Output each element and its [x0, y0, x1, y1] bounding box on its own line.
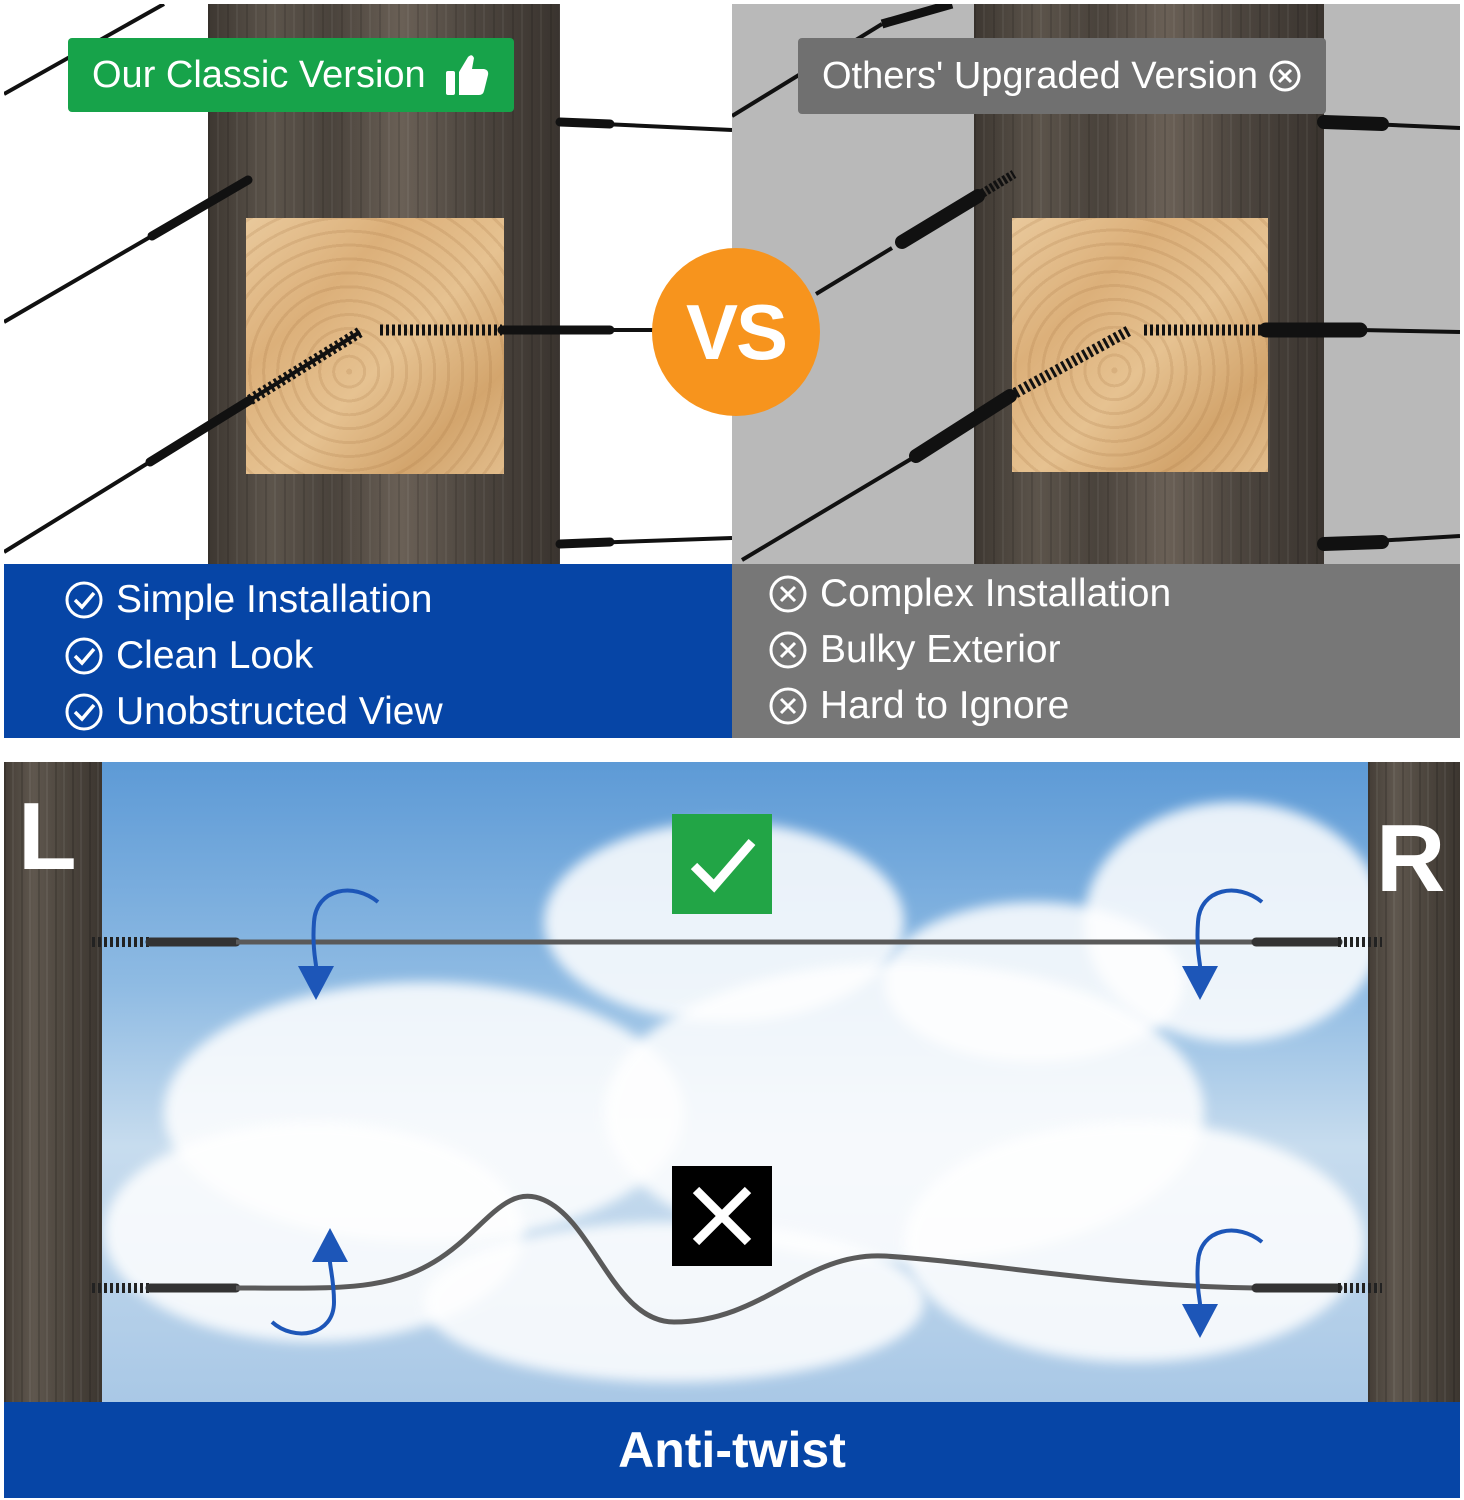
wood-block [246, 218, 504, 474]
feature-label: Hard to Ignore [820, 684, 1070, 727]
anti-twist-banner: Anti-twist [4, 1402, 1460, 1498]
classic-version-label: Our Classic Version [92, 53, 426, 96]
x-circle-icon [769, 631, 807, 669]
vs-badge: VS [652, 248, 820, 416]
feature-item: Simple Installation [64, 572, 443, 628]
x-mark-icon [672, 1166, 772, 1266]
left-label: L [18, 783, 77, 890]
rotate-arrow-icon [1182, 888, 1264, 1000]
rotate-arrow-icon [298, 888, 380, 1000]
x-circle-icon [769, 687, 807, 725]
left-post [4, 762, 102, 1402]
classic-features: Simple Installation Clean Look Unobstruc… [4, 564, 732, 738]
upgraded-version-label: Others' Upgraded Version [822, 54, 1259, 97]
x-circle-icon [1268, 59, 1302, 93]
feature-label: Bulky Exterior [820, 628, 1061, 671]
bulky-hardware-illustration [732, 4, 1460, 562]
feature-label: Clean Look [116, 634, 314, 677]
classic-version-tag: Our Classic Version [68, 38, 514, 112]
rotate-arrow-icon [270, 1228, 348, 1336]
upgraded-version-tag: Others' Upgraded Version [798, 38, 1327, 114]
check-circle-icon [65, 637, 103, 675]
anti-twist-demo: L R [4, 762, 1460, 1498]
check-mark-icon [672, 814, 772, 914]
check-circle-icon [65, 581, 103, 619]
feature-label: Complex Installation [820, 572, 1172, 615]
feature-item: Bulky Exterior [768, 622, 1171, 678]
feature-label: Simple Installation [116, 578, 433, 621]
upgraded-version-panel: Others' Upgraded Version [732, 4, 1460, 564]
right-post [1368, 762, 1460, 1402]
right-label: R [1376, 805, 1446, 912]
classic-version-panel: Our Classic Version [4, 4, 732, 564]
cables-illustration [92, 888, 1382, 1338]
feature-item: Hard to Ignore [768, 678, 1171, 734]
thumbs-up-icon [444, 53, 490, 97]
feature-item: Unobstructed View [64, 684, 443, 740]
wood-block [1012, 218, 1268, 472]
rotate-arrow-icon [1182, 1228, 1264, 1338]
feature-item: Clean Look [64, 628, 443, 684]
x-circle-icon [769, 575, 807, 613]
check-circle-icon [65, 693, 103, 731]
feature-item: Complex Installation [768, 566, 1171, 622]
upgraded-features: Complex Installation Bulky Exterior Hard… [732, 564, 1460, 738]
feature-label: Unobstructed View [116, 690, 443, 733]
